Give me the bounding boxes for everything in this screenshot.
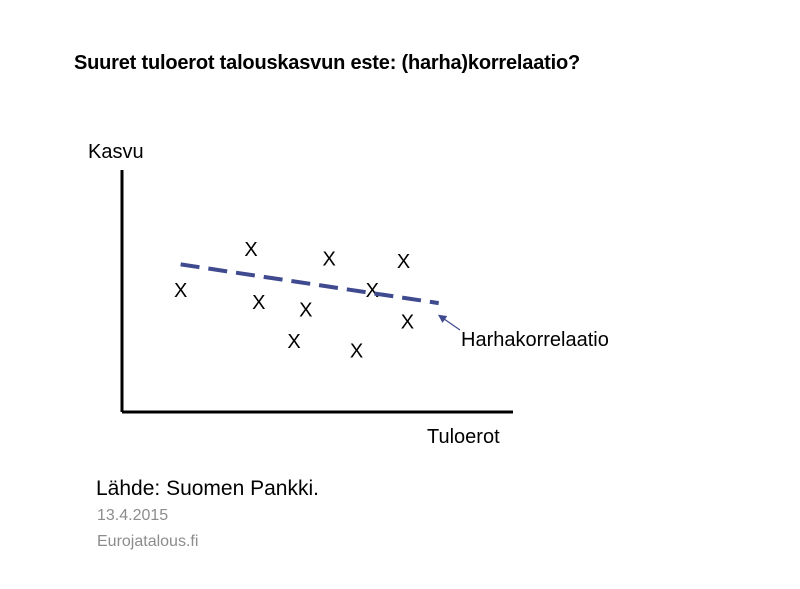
y-axis-label: Kasvu <box>88 141 144 163</box>
site-text: Eurojatalous.fi <box>97 533 199 550</box>
annotation-arrow <box>438 314 461 331</box>
scatter-point-10: X <box>401 311 414 333</box>
scatter-point-4: X <box>287 331 300 353</box>
date-text: 13.4.2015 <box>97 507 169 524</box>
scatter-point-8: X <box>366 280 379 302</box>
x-axis-label: Tuloerot <box>427 426 500 448</box>
scatter-point-3: X <box>252 292 265 314</box>
scatter-point-5: X <box>299 299 312 321</box>
scatter-point-2: X <box>244 239 257 261</box>
source-text: Lähde: Suomen Pankki. <box>96 477 319 500</box>
scatter-point-9: X <box>397 251 410 273</box>
scatter-point-1: X <box>174 280 187 302</box>
slide-title: Suuret tuloerot talouskasvun este: (harh… <box>74 52 580 74</box>
trend-line <box>180 262 440 306</box>
scatter-point-6: X <box>323 249 336 271</box>
scatter-point-7: X <box>350 341 363 363</box>
annotation-label: Harhakorrelaatio <box>461 329 609 351</box>
